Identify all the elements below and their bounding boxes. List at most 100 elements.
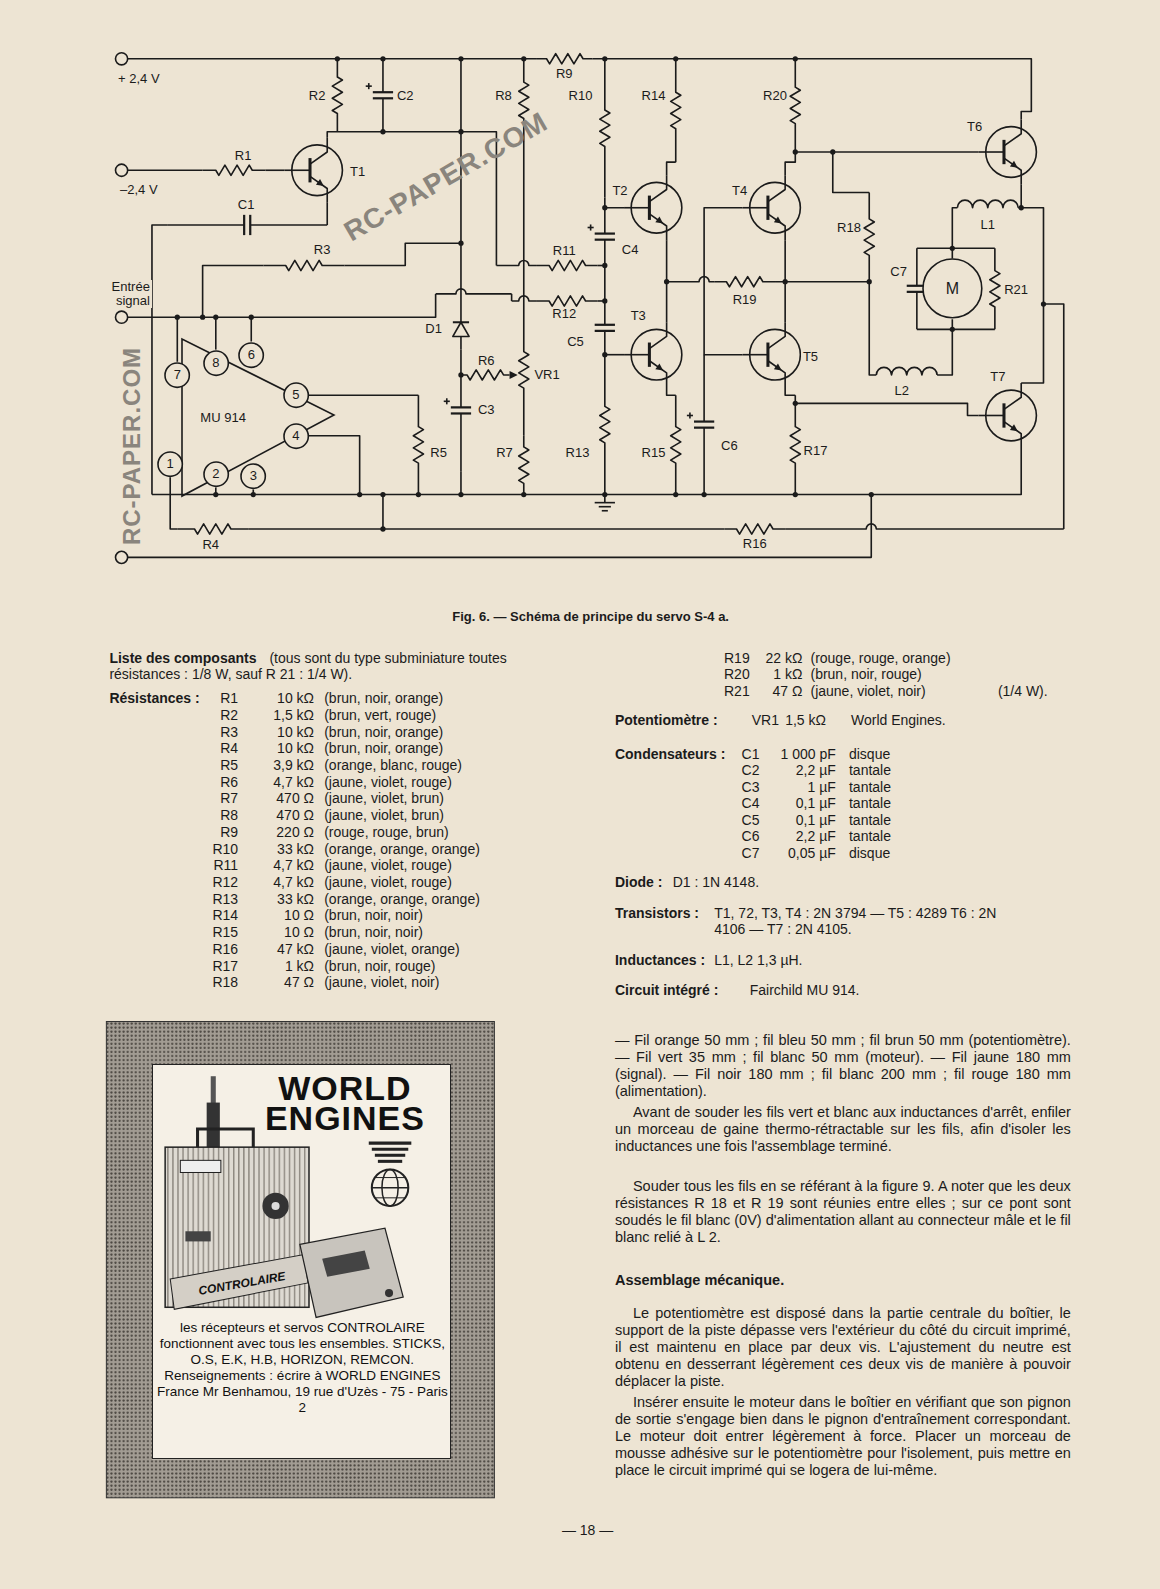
terminal-symbol — [115, 164, 127, 176]
part-ref: R16 — [212, 941, 238, 957]
wire — [667, 162, 676, 175]
node-text: MU 914 — [182, 411, 246, 425]
case-knob — [262, 1193, 288, 1219]
advert-panel-ground — [152, 1064, 451, 1459]
junction-dot — [458, 492, 463, 497]
pin-number: 7 — [174, 368, 181, 382]
wire — [917, 329, 995, 331]
component-label: R9 — [554, 67, 575, 81]
emitter-arrow — [1010, 424, 1018, 431]
group-heading: Potentiomètre : — [615, 712, 718, 728]
wire — [460, 413, 462, 471]
junction-dot — [602, 205, 607, 210]
junction-dot — [602, 298, 607, 303]
logo-stripes — [369, 1142, 412, 1145]
advert-artwork — [106, 1022, 494, 1498]
color-code: (brun, noir, rouge) — [810, 666, 921, 682]
wire — [309, 436, 360, 495]
wire — [496, 260, 537, 265]
color-code: (orange, orange, orange) — [324, 841, 480, 857]
wire — [176, 317, 178, 362]
component-label: R20 — [761, 89, 789, 103]
part-ref: C7 — [742, 845, 760, 861]
junction-dot — [783, 279, 788, 284]
junction-dot — [793, 492, 798, 497]
pin-number: 1 — [167, 457, 174, 471]
color-code: (jaune, violet, noir) — [810, 683, 925, 699]
part-ref: R8 — [220, 807, 238, 823]
junction-dot — [793, 56, 798, 61]
component-label: R8 — [493, 89, 514, 103]
wire — [436, 289, 512, 294]
polarity-mark — [689, 412, 691, 418]
junction-dot — [950, 327, 955, 332]
junction-dot — [213, 492, 218, 497]
junction-dot — [602, 56, 607, 61]
body-paragraph: Souder tous les fils en se référant à la… — [615, 1178, 1071, 1246]
section-heading: Assemblage mécanique. — [615, 1272, 1071, 1289]
capacitor-symbol — [373, 91, 393, 93]
advert-text: Renseignements : écrire à WORLD ENGINES … — [155, 1368, 450, 1416]
list-note: (tous sont du type subminiature toutes r… — [109, 650, 551, 682]
component-label: R14 — [640, 89, 668, 103]
circle-outline — [284, 424, 308, 448]
group-heading: Inductances : — [615, 952, 705, 968]
part-ref: R3 — [220, 724, 238, 740]
part-ref: C3 — [742, 779, 760, 795]
watermark: RC-PAPER.COM — [339, 107, 553, 248]
emitter-arrow — [316, 179, 324, 186]
part-value: 1,5 kΩ — [785, 712, 826, 728]
resistor-symbol — [461, 370, 510, 380]
component-label: C4 — [620, 243, 641, 257]
transistor-symbol — [649, 175, 666, 201]
junction-dot — [1019, 205, 1024, 210]
junction-dot — [950, 246, 955, 251]
resistor-symbol — [332, 59, 342, 132]
supply-label: –2,4 V — [118, 183, 160, 197]
part-ref: C5 — [742, 812, 760, 828]
part-note: (1/4 W). — [998, 683, 1048, 699]
page-number: — 18 — — [562, 1522, 613, 1538]
part-value: 10 Ω — [284, 907, 314, 923]
transistor-symbol — [979, 415, 1004, 417]
ground-symbol — [599, 506, 611, 508]
wire — [460, 309, 462, 322]
resistor-symbol — [413, 395, 423, 494]
pin-number: 4 — [292, 429, 299, 443]
junction-dot — [602, 492, 607, 497]
transistor-symbol — [648, 343, 651, 367]
junction-dot — [458, 129, 463, 134]
junction-dot — [867, 279, 872, 284]
color-code: (brun, noir, orange) — [324, 724, 443, 740]
transistor-symbol — [1002, 140, 1005, 164]
junction-dot — [380, 56, 385, 61]
globe-logo — [372, 1187, 408, 1189]
part-value: 1 kΩ — [285, 958, 314, 974]
wire — [326, 203, 328, 225]
wire — [605, 354, 624, 356]
part-ref: R11 — [213, 857, 238, 873]
case-knob — [272, 1202, 280, 1210]
component-label: R7 — [494, 446, 515, 460]
wire — [604, 331, 606, 355]
color-code: (jaune, violet, noir) — [324, 974, 439, 990]
part-value: 10 kΩ — [277, 690, 314, 706]
resistor-symbol — [263, 260, 344, 270]
part-value: 4,7 kΩ — [273, 874, 314, 890]
component-label: VR1 — [532, 368, 561, 382]
diode-symbol — [453, 322, 469, 336]
group-heading: Transistors : — [615, 905, 699, 921]
junction-dot — [521, 56, 526, 61]
pin-circle: 8 — [203, 350, 229, 376]
globe-logo — [372, 1169, 408, 1205]
resistor-symbol — [990, 248, 1000, 329]
component-label: R17 — [802, 444, 830, 458]
wire — [128, 495, 872, 558]
capacitor-symbol — [595, 324, 615, 326]
circle-outline — [241, 464, 265, 488]
part-type: tantale — [849, 795, 891, 811]
color-code: (brun, noir, orange) — [324, 690, 443, 706]
transistor-symbol — [310, 138, 327, 164]
component-label: R2 — [307, 89, 328, 103]
wire — [704, 208, 742, 355]
